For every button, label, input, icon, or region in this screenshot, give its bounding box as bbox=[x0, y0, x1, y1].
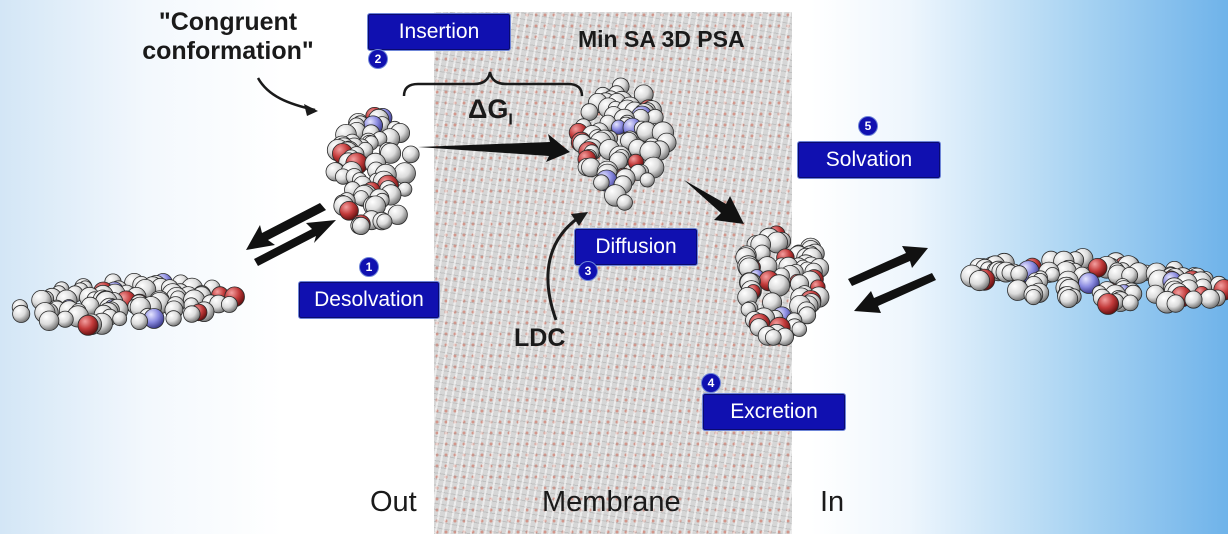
region-label-membrane: Membrane bbox=[542, 486, 681, 518]
atom bbox=[1122, 294, 1139, 312]
ldc-arrowhead bbox=[571, 212, 588, 226]
quote-pointer-arrowhead bbox=[304, 104, 318, 116]
atom bbox=[130, 312, 149, 331]
step-number-4: 4 bbox=[701, 373, 721, 393]
atom bbox=[1097, 293, 1119, 315]
atom bbox=[380, 142, 402, 164]
atom bbox=[580, 103, 599, 121]
atom bbox=[791, 321, 808, 337]
step-number-2: 2 bbox=[368, 49, 388, 69]
step-badge-excretion: Excretion bbox=[702, 393, 846, 431]
atom bbox=[593, 174, 610, 191]
step-number-3: 3 bbox=[578, 261, 598, 281]
atom bbox=[165, 310, 182, 327]
molecule-excreted bbox=[735, 225, 830, 346]
region-label-in: In bbox=[820, 486, 845, 518]
atom bbox=[1200, 288, 1220, 309]
step-badge-diffusion: Diffusion bbox=[574, 228, 698, 266]
atom bbox=[220, 296, 238, 313]
step-badge-insertion: Insertion bbox=[367, 13, 511, 51]
atom bbox=[639, 172, 655, 188]
atom bbox=[401, 145, 420, 164]
quote-pointer-arrow bbox=[256, 77, 316, 112]
atom bbox=[77, 314, 99, 336]
atom bbox=[376, 213, 393, 230]
delta-g-main: ΔG bbox=[468, 94, 509, 124]
insertion-arrow bbox=[418, 134, 570, 162]
delta-g-label: ΔGI bbox=[468, 94, 513, 129]
delta-g-subscript: I bbox=[508, 111, 513, 129]
region-label-out: Out bbox=[370, 486, 417, 518]
congruent-conformation-label: "Congruent conformation" bbox=[137, 8, 319, 66]
molecule-extended-out bbox=[11, 272, 245, 336]
delta-g-brace bbox=[402, 71, 584, 97]
atom bbox=[1184, 290, 1203, 309]
step-number-5: 5 bbox=[858, 116, 878, 136]
desolvation-arrow-back bbox=[246, 203, 326, 250]
quote-line-1: "Congruent bbox=[158, 8, 298, 36]
atom bbox=[112, 311, 128, 327]
atom bbox=[969, 270, 991, 292]
atom bbox=[1166, 294, 1185, 313]
molecule-in-membrane bbox=[568, 77, 677, 211]
page-title: Min SA 3D PSA bbox=[578, 26, 745, 52]
atom bbox=[38, 310, 60, 332]
step-badge-solvation: Solvation bbox=[797, 141, 941, 179]
molecule-extended-in bbox=[960, 248, 1228, 315]
atom bbox=[764, 329, 782, 346]
solvation-arrow-forward bbox=[848, 246, 928, 286]
atom bbox=[1025, 289, 1042, 306]
atom bbox=[12, 304, 31, 323]
atom bbox=[616, 194, 633, 211]
atom bbox=[1059, 289, 1079, 309]
excretion-arrow bbox=[684, 180, 744, 224]
atom bbox=[56, 310, 74, 328]
solvation-arrow-back bbox=[854, 273, 936, 313]
atom bbox=[183, 305, 201, 323]
desolvation-arrow-forward bbox=[254, 220, 336, 266]
atom bbox=[339, 201, 359, 221]
step-badge-desolvation: Desolvation bbox=[298, 281, 440, 319]
ldc-arrow bbox=[546, 216, 579, 321]
ldc-label: LDC bbox=[514, 324, 566, 352]
step-number-1: 1 bbox=[359, 257, 379, 277]
quote-line-2: conformation" bbox=[142, 37, 314, 65]
molecule-congruent-conformation bbox=[325, 107, 420, 235]
atom bbox=[351, 216, 370, 235]
